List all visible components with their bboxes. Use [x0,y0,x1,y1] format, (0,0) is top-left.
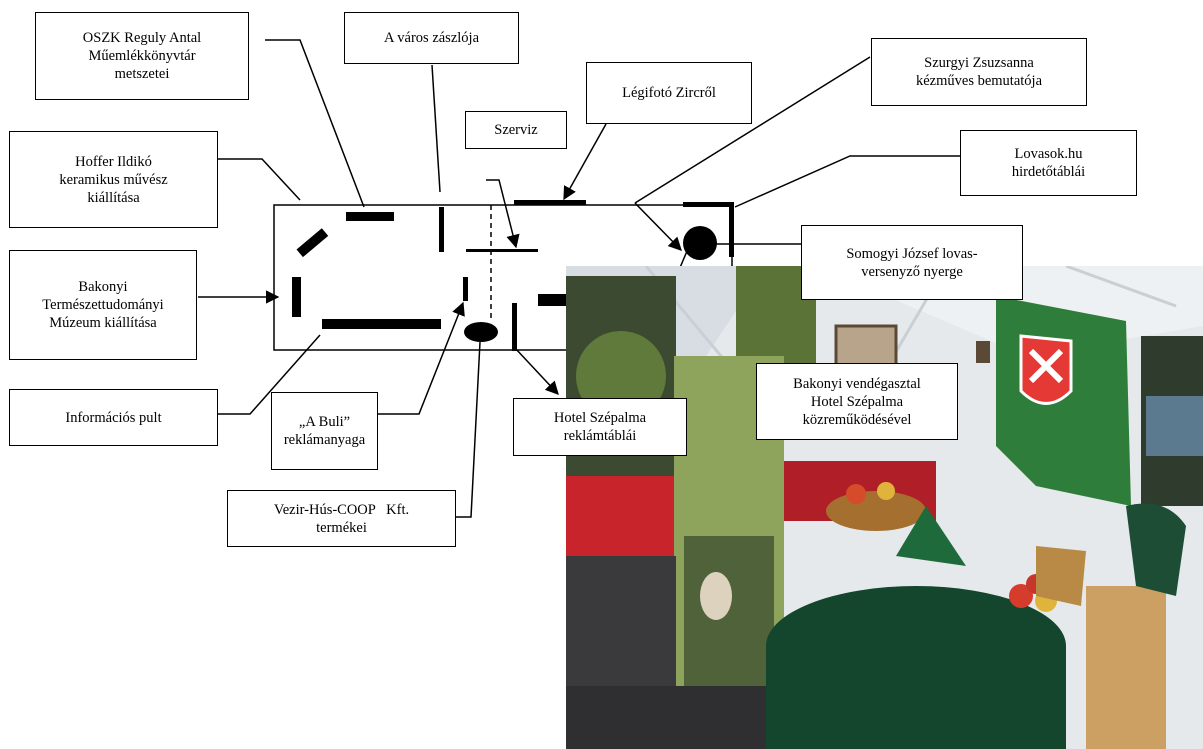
label-oszk-line1: OSZK Reguly Antal [82,30,202,46]
label-flag: A város zászlója [344,12,519,64]
label-buli-line2: reklámanyaga [283,432,366,448]
label-vezir: Vezir-Hús-COOP Kft. termékei [227,490,456,547]
label-somogyi-line1: Somogyi József lovas- [846,245,978,262]
label-bakonyi-museum-line2: Természettudományi [42,297,164,313]
label-lovasok-line2: hirdetőtáblái [1011,164,1086,180]
label-somogyi-line2: versenyző nyerge [861,263,963,280]
label-guest-line2: Hotel Szépalma [810,393,904,410]
label-guest: Bakonyi vendégasztal Hotel Szépalma közr… [756,363,958,440]
label-hotel-line2: reklámtáblái [563,428,637,444]
label-oszk-line2: Műemlékkönyvtár [88,48,196,64]
label-somogyi: Somogyi József lovas- versenyző nyerge [801,225,1023,300]
label-bakonyi-museum-line3: Múzeum kiállítása [49,315,157,331]
label-hoffer-line3: kiállítása [87,189,140,206]
label-szurgyi-line2: kézműves bemutatója [915,73,1043,89]
label-guest-line1: Bakonyi vendégasztal [793,375,921,392]
label-info-line1: Információs pult [65,409,162,426]
label-szurgyi: Szurgyi Zsuzsanna kézműves bemutatója [871,38,1087,106]
label-szurgyi-line1: Szurgyi Zsuzsanna [924,55,1034,71]
label-service-line1: Szerviz [494,122,538,138]
exhibition-stand-photo [566,266,1203,749]
label-hoffer-line1: Hoffer Ildikó [75,153,152,170]
label-info: Információs pult [9,389,218,446]
label-guest-line3: közreműködésével [802,411,912,428]
label-vezir-line1: Vezir-Hús-COOP Kft. [273,501,410,518]
label-flag-line1: A város zászlója [383,30,480,46]
label-buli: „A Buli” reklámanyaga [271,392,378,470]
label-bakonyi-museum: Bakonyi Természettudományi Múzeum kiállí… [9,250,197,360]
label-aerial: Légifotó Zircről [586,62,752,124]
label-service: Szerviz [465,111,567,149]
label-aerial-line1: Légifotó Zircről [622,85,716,101]
label-oszk-line3: metszetei [114,66,170,82]
label-buli-line1: „A Buli” [298,414,351,430]
label-hoffer-line2: keramikus művész [59,171,168,188]
label-oszk: OSZK Reguly Antal Műemlékkönyvtár metsze… [35,12,249,100]
label-hotel-line1: Hotel Szépalma [553,410,647,426]
label-hotel: Hotel Szépalma reklámtáblái [513,398,687,456]
label-vezir-line2: termékei [316,519,367,536]
label-hoffer: Hoffer Ildikó keramikus művész kiállítás… [9,131,218,228]
label-lovasok: Lovasok.hu hirdetőtáblái [960,130,1137,196]
label-bakonyi-museum-line1: Bakonyi [78,279,128,295]
label-lovasok-line1: Lovasok.hu [1014,146,1083,162]
